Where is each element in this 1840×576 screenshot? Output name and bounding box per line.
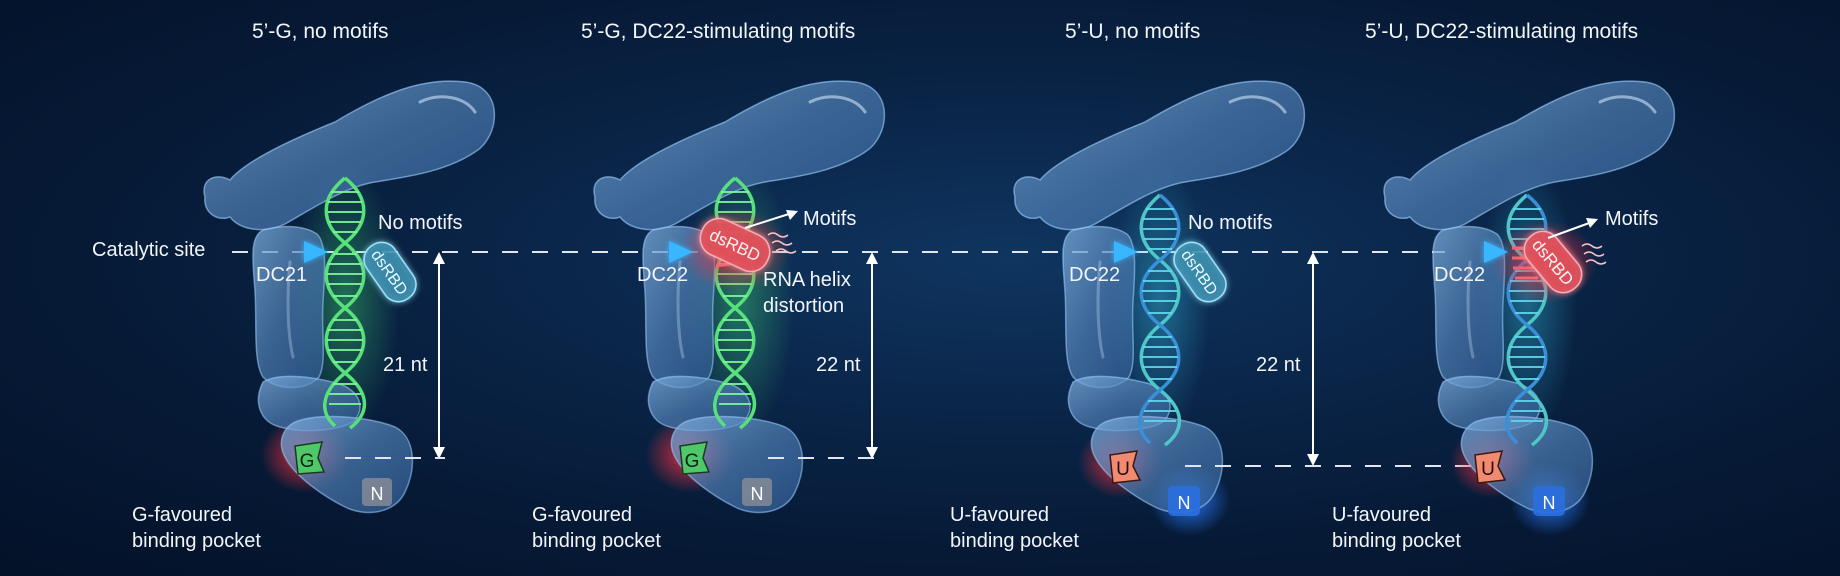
panel-3: dsRBD U N: [1012, 79, 1500, 536]
length-label: 22 nt: [1256, 354, 1301, 376]
motif-wave-icon: [767, 232, 797, 254]
arrow-right-icon: [786, 210, 798, 220]
pocket-label-line1: U-favoured: [950, 504, 1049, 526]
pocket-label-line2: binding pocket: [1332, 530, 1461, 552]
motif-label: Motifs: [1605, 208, 1659, 230]
pocket-label: U-favoured binding pocket: [950, 502, 1079, 554]
enzyme-label: DC22: [1069, 264, 1121, 286]
pocket-label-line1: U-favoured: [1332, 504, 1431, 526]
svg-text:G: G: [685, 451, 700, 472]
pocket-label-line2: binding pocket: [950, 530, 1079, 552]
pocket-label-line2: binding pocket: [132, 530, 261, 552]
catalytic-site-label: Catalytic site: [92, 239, 206, 261]
motif-label: No motifs: [1188, 212, 1273, 234]
nucleotide-3p-pocket: N: [742, 478, 772, 506]
nucleotide-5p-badge: U: [1474, 450, 1507, 484]
arrow-down-icon: [866, 447, 878, 459]
motif-label: Motifs: [803, 208, 857, 230]
pocket-label-line1: G-favoured: [532, 504, 633, 526]
svg-text:N: N: [751, 484, 764, 504]
distortion-label: RNA helix distortion: [763, 267, 851, 319]
arrow-down-icon: [433, 447, 445, 459]
svg-text:U: U: [1481, 459, 1495, 480]
distortion-label-line1: RNA helix: [763, 269, 851, 291]
panel-1: dsRBD G N: [202, 79, 496, 514]
length-label: 21 nt: [383, 354, 428, 376]
arrow-up-icon: [1307, 252, 1319, 264]
enzyme-label: DC22: [1434, 264, 1486, 286]
panel-2: dsRBD G N: [592, 79, 886, 514]
svg-text:G: G: [300, 451, 315, 472]
nucleotide-3p-pocket: N: [362, 478, 392, 506]
enzyme-label: DC22: [637, 264, 689, 286]
pocket-label: G-favoured binding pocket: [532, 502, 661, 554]
motif-wave-icon: [1581, 243, 1607, 265]
arrow-down-icon: [1307, 454, 1319, 466]
panel-4-title: 5’-U, DC22-stimulating motifs: [1365, 20, 1639, 43]
enzyme-label: DC21: [256, 264, 308, 286]
arrow-up-icon: [866, 252, 878, 264]
nucleotide-5p-badge: U: [1109, 450, 1142, 484]
dsrbd-domain: dsRBD: [363, 241, 417, 303]
nucleotide-3p-pocket: N: [1168, 486, 1200, 516]
dsrbd-domain: dsRBD: [699, 217, 771, 273]
panel-3-title: 5’-U, no motifs: [1065, 20, 1201, 43]
pocket-label: U-favoured binding pocket: [1332, 502, 1461, 554]
panel-4: dsRBD U N: [1382, 79, 1676, 536]
length-label: 22 nt: [816, 354, 861, 376]
arrow-right-icon: [1586, 218, 1598, 228]
svg-text:N: N: [1543, 493, 1556, 513]
nucleotide-5p-badge: G: [679, 441, 711, 475]
svg-text:N: N: [371, 484, 384, 504]
motif-pointer-line: [1547, 221, 1593, 239]
motif-pointer-line: [744, 212, 793, 229]
nucleotide-5p-badge: G: [294, 441, 326, 475]
svg-text:N: N: [1178, 493, 1191, 513]
pocket-label-line2: binding pocket: [532, 530, 661, 552]
arrow-up-icon: [433, 252, 445, 264]
nucleotide-3p-pocket: N: [1533, 486, 1565, 516]
panel-1-title: 5’-G, no motifs: [252, 20, 389, 43]
panel-2-title: 5’-G, DC22-stimulating motifs: [581, 20, 856, 43]
pocket-label: G-favoured binding pocket: [132, 502, 261, 554]
pocket-label-line1: G-favoured: [132, 504, 233, 526]
motif-label: No motifs: [378, 212, 463, 234]
distortion-label-line2: distortion: [763, 295, 845, 317]
svg-text:U: U: [1116, 459, 1130, 480]
